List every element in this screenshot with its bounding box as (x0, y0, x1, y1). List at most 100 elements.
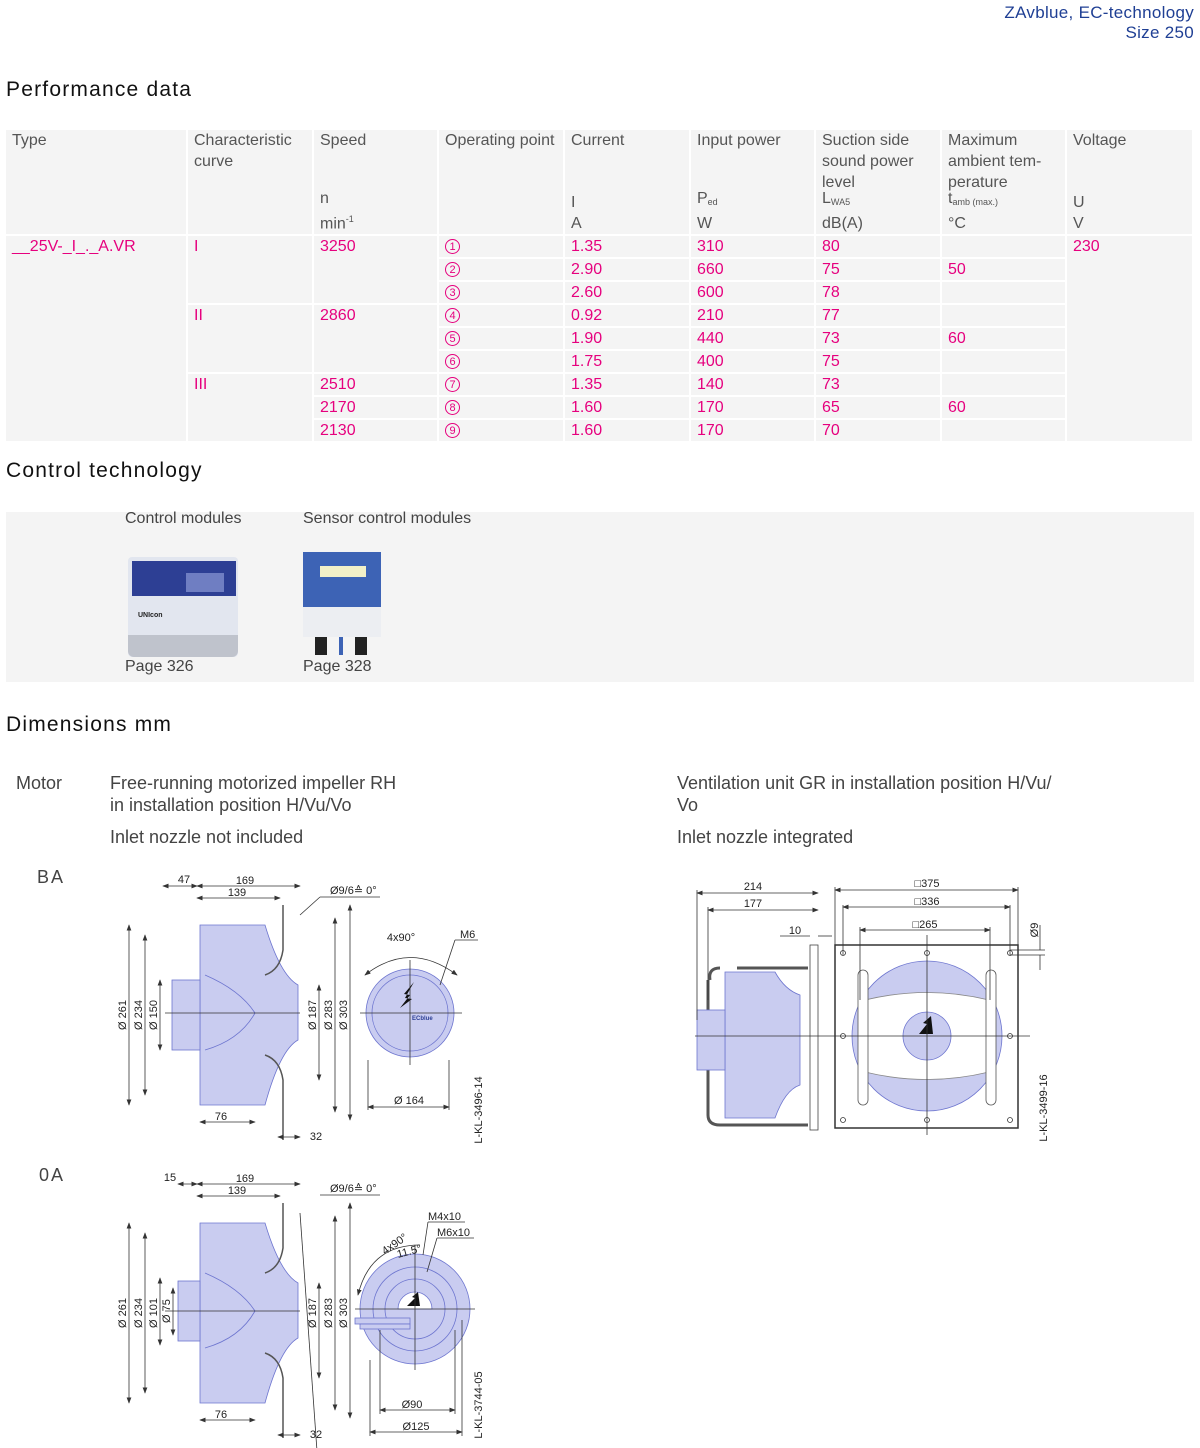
current-cell: 2.60 (565, 282, 689, 303)
operating-point-cell: 8 (439, 397, 563, 418)
operating-point-cell: 4 (439, 305, 563, 326)
speed-cell: 2170 (314, 397, 437, 418)
operating-point-badge: 7 (445, 377, 460, 392)
left-desc-1: Free-running motorized impeller RH (110, 773, 397, 793)
dim-32: 32 (310, 1131, 322, 1143)
input-power-cell: 310 (691, 236, 814, 257)
dim-75: Ø 75 (161, 1299, 173, 1323)
performance-title: Performance data (6, 78, 193, 101)
dim-offset: 15 (164, 1172, 176, 1184)
curve-cell: II (188, 305, 312, 372)
right-desc-1: Ventilation unit GR in installation posi… (677, 773, 1052, 793)
dim-214: 214 (744, 881, 762, 893)
max-temp-cell: 50 (942, 259, 1065, 280)
current-cell: 1.60 (565, 397, 689, 418)
dim-261: Ø 261 (117, 1298, 129, 1328)
speed-cell: 2130 (314, 420, 437, 441)
sound-power-cell: 70 (816, 420, 940, 441)
dimensions-title: Dimensions mm (6, 713, 173, 736)
current-cell: 1.35 (565, 374, 689, 395)
sound-power-cell: 78 (816, 282, 940, 303)
input-power-cell: 600 (691, 282, 814, 303)
sound-power-cell: 65 (816, 397, 940, 418)
max-temp-cell (942, 282, 1065, 303)
current-cell: 1.90 (565, 328, 689, 349)
sound-power-cell: 73 (816, 374, 940, 395)
operating-point-badge: 2 (445, 262, 460, 277)
operating-point-badge: 5 (445, 331, 460, 346)
dim-336: □336 (915, 896, 940, 908)
operating-point-cell: 7 (439, 374, 563, 395)
dim-thread: M6 (460, 929, 475, 941)
operating-point-cell: 2 (439, 259, 563, 280)
max-temp-cell (942, 305, 1065, 326)
input-power-cell: 170 (691, 420, 814, 441)
dim-angle: 4x90° (387, 932, 415, 944)
operating-point-cell: 9 (439, 420, 563, 441)
dim-187: Ø 187 (307, 1298, 319, 1328)
right-desc-2: Vo (677, 795, 699, 815)
drawing-ref-oa: L-KL-3744-05 (473, 1371, 485, 1438)
control-modules-panel: Control modules Sensor control modules U… (6, 510, 1194, 682)
max-temp-cell (942, 374, 1065, 395)
variant-ba-label: BA (37, 867, 66, 887)
input-power-cell: 210 (691, 305, 814, 326)
sound-power-cell: 73 (816, 328, 940, 349)
series-title: ZAvblue, EC-technology (1004, 3, 1194, 22)
dim-187: Ø 187 (307, 1000, 319, 1030)
input-power-cell: 440 (691, 328, 814, 349)
dim-101: Ø 101 (148, 1298, 160, 1328)
dim-125: Ø125 (403, 1421, 430, 1433)
sensor-control-modules-page-link[interactable]: Page 328 (303, 658, 372, 675)
current-cell: 1.60 (565, 420, 689, 441)
sound-power-cell: 75 (816, 351, 940, 372)
variant-0a-label: 0A (39, 1165, 66, 1185)
ecblue-logo-icon (407, 1292, 420, 1306)
speed-cell: 3250 (314, 236, 437, 303)
right-note: Inlet nozzle integrated (677, 827, 854, 847)
max-temp-cell (942, 420, 1065, 441)
control-modules-page-link[interactable]: Page 326 (125, 658, 194, 675)
size-label: Size 250 (1125, 23, 1194, 42)
col-type: Type (6, 130, 186, 234)
operating-point-badge: 6 (445, 354, 460, 369)
curve-cell: I (188, 236, 312, 303)
operating-point-badge: 4 (445, 308, 460, 323)
current-cell: 0.92 (565, 305, 689, 326)
control-module-image: UNIcon (128, 557, 238, 657)
input-power-cell: 170 (691, 397, 814, 418)
dim-261: Ø 261 (117, 1000, 129, 1030)
operating-point-cell: 1 (439, 236, 563, 257)
dim-90: Ø90 (402, 1399, 423, 1411)
operating-point-badge: 1 (445, 239, 460, 254)
max-temp-cell: 60 (942, 328, 1065, 349)
dim-283: Ø 283 (323, 1298, 335, 1328)
dim-hole: Ø9/6≙ 0° (330, 1183, 377, 1195)
dim-164: Ø 164 (394, 1095, 424, 1107)
left-desc-2: in installation position H/Vu/Vo (110, 795, 352, 815)
curve-cell: III (188, 374, 312, 441)
operating-point-cell: 5 (439, 328, 563, 349)
dim-32: 32 (310, 1429, 322, 1441)
col-operating-point: Operating point (439, 130, 563, 234)
sound-power-cell: 75 (816, 259, 940, 280)
input-power-cell: 140 (691, 374, 814, 395)
dim-m6: M6x10 (437, 1227, 470, 1239)
dim-265: □265 (913, 919, 938, 931)
dim-303: Ø 303 (338, 1298, 350, 1328)
col-curve: Characteristic curve (188, 130, 312, 234)
dim-169: 169 (236, 875, 254, 887)
